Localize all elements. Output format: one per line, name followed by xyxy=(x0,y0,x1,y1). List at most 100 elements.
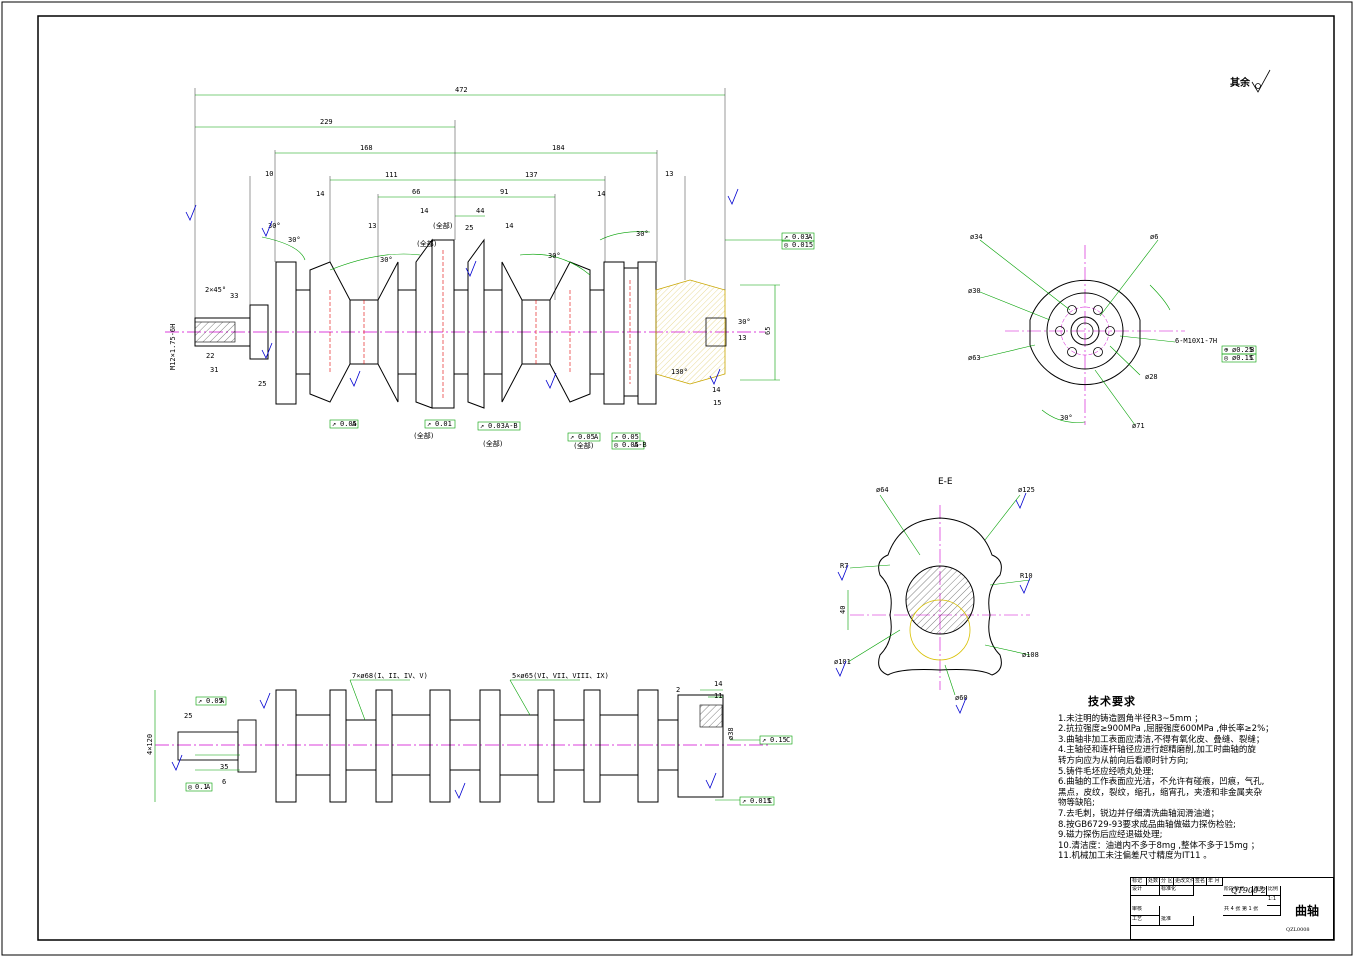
tech-item: 9.磁力探伤后应经退磁处理; xyxy=(1058,830,1163,841)
fv-angle: 30° xyxy=(1060,414,1073,422)
tech-item: 3.曲轴非加工表面应清洁,不得有氧化皮、叠缝、裂缝； xyxy=(1058,734,1265,745)
svg-text:0.015: 0.015 xyxy=(792,241,813,249)
tol-frame-2: ◎ 0.015 xyxy=(781,240,815,250)
dim-10: 10 xyxy=(265,170,273,178)
svg-text:ø0.25: ø0.25 xyxy=(1232,346,1253,354)
sv-d64: ø64 xyxy=(876,486,889,494)
sv-d108: ø108 xyxy=(1022,651,1039,659)
svg-text:↗: ↗ xyxy=(614,433,618,441)
left-d22: 22 xyxy=(206,352,214,360)
angle-5: 30° xyxy=(268,222,281,230)
tb-material: QT900-2 xyxy=(1231,886,1266,895)
fv-d34: ø34 xyxy=(970,233,983,241)
svg-text:C: C xyxy=(768,797,772,805)
note-all-5: (全部) xyxy=(574,441,594,450)
bv-4x120: 4×120 xyxy=(146,734,154,755)
tb-h-3: 更改文件号 xyxy=(1174,878,1194,886)
note-all-1: (全部) xyxy=(433,221,453,230)
roughness-note: 其余 xyxy=(1230,78,1250,89)
dim-472: 472 xyxy=(455,86,468,94)
angle-3: 30° xyxy=(548,252,561,260)
svg-text:↗: ↗ xyxy=(762,736,766,744)
bv-frame-3: ↗ 0.15 C xyxy=(759,735,793,745)
tech-item: 4.主轴径和连杆轴径应进行超精磨削,加工时曲轴的旋 xyxy=(1058,745,1256,756)
bv-note-1: 7×ø68(I、II、IV、V) xyxy=(352,672,428,680)
svg-text:↗: ↗ xyxy=(570,433,574,441)
tech-item: 黑点，皮纹，裂纹，缩孔，缩宵孔，夹渣和非金属夹杂 xyxy=(1058,787,1263,798)
svg-text:◎: ◎ xyxy=(614,441,619,449)
dim-13-b: 13 xyxy=(665,170,673,178)
note-all-4: (全部) xyxy=(483,439,503,448)
svg-text:↗: ↗ xyxy=(742,797,746,805)
tb-weight: 重量 xyxy=(1253,886,1267,896)
dim-14-b: 14 xyxy=(420,207,428,215)
fv-d71: ø71 xyxy=(1132,422,1145,430)
svg-text:↗: ↗ xyxy=(784,233,788,241)
tol-frame-8: ↗ 0.05 xyxy=(611,432,641,442)
angle-130: 130° xyxy=(671,368,688,376)
angle-1: 30° xyxy=(288,236,301,244)
dim-25: 25 xyxy=(465,224,473,232)
tb-h-2: 分 区 xyxy=(1160,878,1174,886)
left-d31: 31 xyxy=(210,366,218,374)
note-all-3: (全部) xyxy=(414,431,434,440)
angle-2: 30° xyxy=(380,256,393,264)
left-d25: 25 xyxy=(258,380,266,388)
svg-text:0.05: 0.05 xyxy=(578,433,595,441)
dim-111: 111 xyxy=(385,171,398,179)
bv-2: 2 xyxy=(676,686,680,694)
svg-text:↗: ↗ xyxy=(332,420,336,428)
left-thread: M12×1.75-6H xyxy=(169,324,177,370)
tol-frame-6: ↗ 0.01 xyxy=(424,419,456,429)
tb-row-design: 设计 xyxy=(1131,886,1160,896)
tb-h-0: 标记 xyxy=(1131,878,1147,886)
svg-text:⊕: ⊕ xyxy=(1224,346,1229,354)
fv-d63: ø63 xyxy=(968,354,981,362)
sv-r7: R7 xyxy=(840,562,848,570)
fv-frame-1: ⊕ ø0.25 B xyxy=(1221,345,1257,355)
dim-168: 168 xyxy=(360,144,373,152)
svg-text:0.03: 0.03 xyxy=(488,422,505,430)
dim-14-d: 14 xyxy=(597,190,605,198)
svg-text:0.05: 0.05 xyxy=(340,420,357,428)
tb-part-name: 曲轴 xyxy=(1295,904,1320,918)
angle-6: 30° xyxy=(738,318,751,326)
svg-text:C: C xyxy=(786,736,790,744)
dim-137: 137 xyxy=(525,171,538,179)
tol-frame-5: ↗ 0.05 A xyxy=(567,432,601,442)
left-d33: 33 xyxy=(230,292,238,300)
svg-text:↗: ↗ xyxy=(427,420,431,428)
bv-25: 25 xyxy=(184,712,192,720)
note-all-2: (全部) xyxy=(417,239,437,248)
bv-frame-4: ↗ 0.015 C xyxy=(739,796,775,806)
bv-d38: ø38 xyxy=(727,727,735,740)
sv-d101: ø101 xyxy=(834,658,851,666)
svg-text:0.05: 0.05 xyxy=(622,433,639,441)
tb-h-5: 年 月 日 xyxy=(1207,878,1223,886)
dim-14-a: 14 xyxy=(316,190,324,198)
tol-frame-1: ↗ 0.03 A xyxy=(781,232,815,242)
bv-11: 11 xyxy=(714,692,722,700)
bv-6: 6 xyxy=(222,778,226,786)
fv-frame-2: ◎ ø0.15 C xyxy=(1221,353,1257,363)
dim-184: 184 xyxy=(552,144,565,152)
tb-stage: 阶段标记 xyxy=(1223,886,1253,896)
bv-note-2: 5×ø65(VI、VII、VIII、IX) xyxy=(512,672,609,680)
fv-d28: ø28 xyxy=(1145,373,1158,381)
svg-text:◎: ◎ xyxy=(784,241,789,249)
svg-text:0.1: 0.1 xyxy=(195,783,208,791)
tb-row-std: 标准化 xyxy=(1160,886,1194,896)
svg-text:A: A xyxy=(808,233,813,241)
tol-frame-3: ↗ 0.05 A xyxy=(329,419,359,429)
tech-item: 物等缺陷; xyxy=(1058,798,1095,809)
tol-frame-4: ↗ 0.03 A-B xyxy=(477,421,521,431)
tb-scale: 1:1 xyxy=(1267,896,1281,906)
angle-4: 30° xyxy=(636,230,649,238)
tb-row-review: 审核 xyxy=(1131,906,1160,916)
crankshaft-side-view: 472 229 168 184 111 137 66 91 44 14 14 1… xyxy=(165,86,815,450)
section-title: E-E xyxy=(938,477,953,487)
svg-text:0.03: 0.03 xyxy=(792,233,809,241)
inner-border xyxy=(37,15,1335,941)
